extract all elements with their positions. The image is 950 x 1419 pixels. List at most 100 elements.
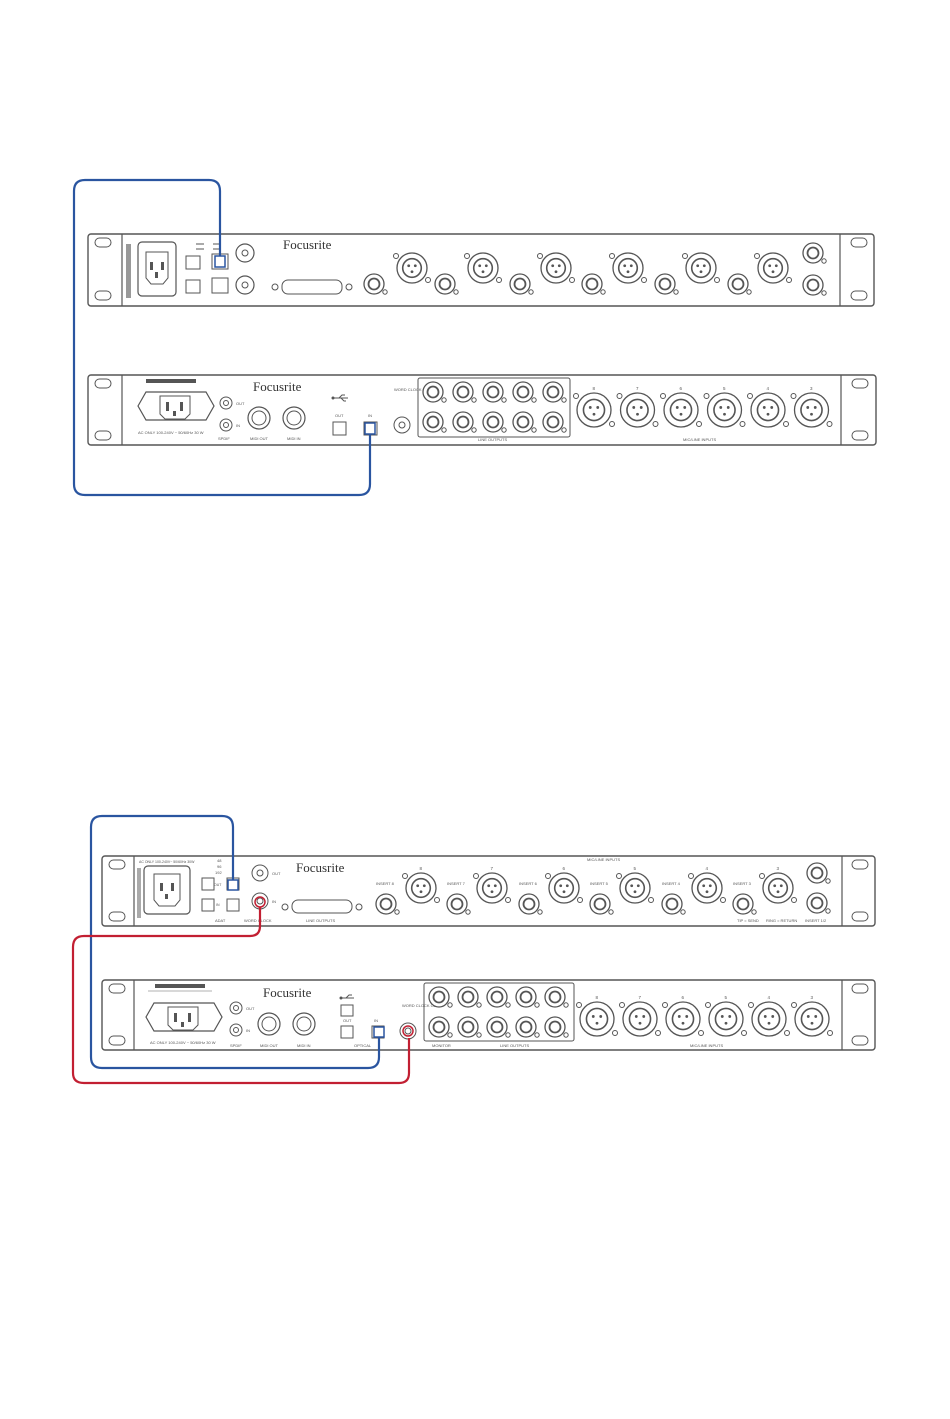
xlr-combo-input[interactable]: [537, 252, 575, 284]
insert-jack[interactable]: [446, 893, 471, 915]
midi-in-port[interactable]: [282, 406, 306, 430]
insert-jack[interactable]: [806, 862, 831, 884]
line-output-jack[interactable]: [452, 381, 477, 403]
power-label: AC ONLY 100-240V ~ 50/60Hz 30 W: [138, 430, 204, 435]
insert-jack[interactable]: [806, 892, 831, 914]
rack-hole: [94, 290, 112, 301]
power-label: AC ONLY 100-240V~ 50/60Hz 30W: [139, 860, 195, 864]
xlr-combo-input[interactable]: 3: [790, 386, 833, 428]
xlr-combo-input[interactable]: 4: [688, 866, 726, 904]
spdif-in-jack[interactable]: [229, 1023, 243, 1037]
optical-out-port[interactable]: [332, 421, 347, 436]
line-output-jack[interactable]: [486, 1016, 511, 1038]
midi-out-port[interactable]: [257, 1012, 281, 1036]
xlr-combo-input[interactable]: 3: [759, 866, 797, 904]
midi-in-label: MIDI IN: [297, 1043, 311, 1048]
insert-jack[interactable]: [589, 893, 614, 915]
bnc-plug: [254, 896, 266, 908]
xlr-combo-input[interactable]: 8: [402, 866, 440, 904]
optical-port[interactable]: [201, 877, 215, 891]
spdif-in-label: IN: [236, 423, 240, 428]
xlr-combo-input[interactable]: [609, 252, 647, 284]
insert-jack[interactable]: [363, 273, 388, 295]
optical-port[interactable]: [185, 255, 201, 270]
line-output-jack[interactable]: [515, 986, 540, 1008]
insert-jack[interactable]: [661, 893, 686, 915]
line-output-jack[interactable]: [512, 411, 537, 433]
xlr-combo-input[interactable]: 8: [573, 386, 615, 428]
xlr-combo-input[interactable]: [464, 252, 502, 284]
optical-port[interactable]: [201, 898, 215, 912]
optical-out-port[interactable]: [340, 1004, 354, 1017]
power-inlet: [143, 865, 191, 915]
monitor-label: MONITOR: [432, 1043, 451, 1048]
midi-out-port[interactable]: [247, 406, 271, 430]
line-outputs-frame: [417, 377, 571, 438]
line-output-jack[interactable]: [452, 411, 477, 433]
insert-jack[interactable]: [802, 274, 827, 296]
dsub-connector[interactable]: [281, 899, 363, 914]
insert-jack[interactable]: [802, 242, 827, 264]
line-output-jack[interactable]: [457, 1016, 482, 1038]
spdif-in-jack[interactable]: [219, 418, 233, 432]
xlr-combo-input[interactable]: 6: [660, 386, 702, 428]
insert-jack[interactable]: [434, 273, 459, 295]
xlr-combo-input[interactable]: 4: [748, 995, 790, 1037]
bottom-unit-1: AC ONLY 100-240V ~ 50/60Hz 30 W OUT IN S…: [87, 374, 877, 446]
line-output-jack[interactable]: [542, 381, 567, 403]
xlr-combo-input[interactable]: 3: [791, 995, 833, 1037]
midi-in-port[interactable]: [292, 1012, 316, 1036]
line-output-jack[interactable]: [428, 986, 453, 1008]
insert-jack[interactable]: [732, 893, 757, 915]
optical-port[interactable]: [185, 279, 201, 294]
insert-jack[interactable]: [727, 273, 752, 295]
xlr-combo-input[interactable]: 5: [705, 995, 747, 1037]
line-output-jack[interactable]: [428, 1016, 453, 1038]
xlr-combo-input[interactable]: 5: [616, 866, 654, 904]
line-output-jack[interactable]: [512, 381, 537, 403]
insert-jack[interactable]: [518, 893, 543, 915]
line-output-jack[interactable]: [515, 1016, 540, 1038]
spdif-out-jack[interactable]: [219, 396, 233, 410]
xlr-combo-input[interactable]: 5: [703, 386, 746, 428]
word-clock-label: WORD CLOCK OUT: [394, 387, 432, 392]
rack-hole: [850, 290, 868, 301]
xlr-combo-input[interactable]: 8: [576, 995, 618, 1037]
line-output-jack[interactable]: [422, 411, 447, 433]
line-output-jack[interactable]: [544, 986, 569, 1008]
optical-port[interactable]: [211, 277, 229, 294]
wc-out-bnc[interactable]: [251, 864, 269, 882]
dsub-connector[interactable]: [271, 279, 353, 295]
spdif-out-jack[interactable]: [229, 1001, 243, 1015]
xlr-combo-input[interactable]: [682, 252, 720, 284]
word-clock-bnc[interactable]: [393, 416, 411, 434]
line-output-jack[interactable]: [457, 986, 482, 1008]
xlr-combo-input[interactable]: 7: [473, 866, 511, 904]
xlr-combo-input[interactable]: 6: [662, 995, 704, 1037]
line-output-jack[interactable]: [544, 1016, 569, 1038]
spdif-out-label: OUT: [246, 1006, 255, 1011]
bnc-connector[interactable]: [235, 243, 255, 263]
usb-icon: [339, 994, 354, 1000]
line-output-jack[interactable]: [482, 381, 507, 403]
label-sticker: [137, 868, 141, 918]
xlr-combo-input[interactable]: [754, 252, 792, 284]
line-output-jack[interactable]: [422, 381, 447, 403]
insert-jack[interactable]: [375, 893, 400, 915]
xlr-combo-input[interactable]: 4: [747, 386, 789, 428]
optical-plug: [373, 1026, 385, 1038]
insert-jack[interactable]: [509, 273, 534, 295]
line-output-jack[interactable]: [542, 411, 567, 433]
line-output-jack[interactable]: [486, 986, 511, 1008]
optical-in-port[interactable]: [226, 898, 240, 912]
insert-jack[interactable]: [581, 273, 606, 295]
xlr-combo-input[interactable]: 7: [619, 995, 661, 1037]
input-number-label: 7: [636, 386, 639, 391]
insert-jack[interactable]: [654, 273, 679, 295]
xlr-combo-input[interactable]: 6: [545, 866, 583, 904]
line-output-jack[interactable]: [482, 411, 507, 433]
xlr-combo-input[interactable]: [393, 252, 431, 284]
power-inlet: [145, 1002, 223, 1032]
bnc-connector[interactable]: [235, 275, 255, 295]
xlr-combo-input[interactable]: 7: [616, 386, 659, 428]
